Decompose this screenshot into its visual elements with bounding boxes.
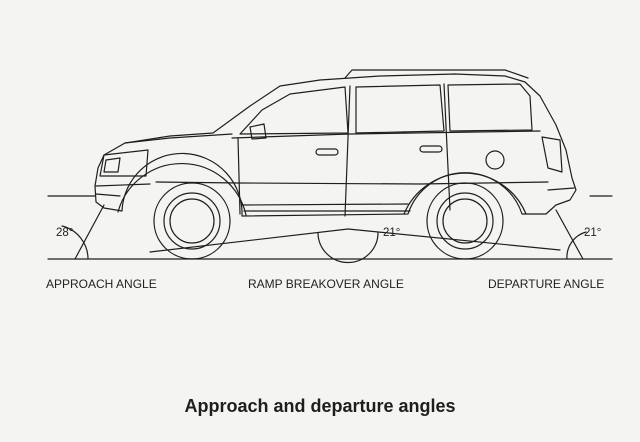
rear-wheel	[426, 182, 504, 260]
departure-angle-lines	[555, 209, 587, 260]
approach-angle-label: APPROACH ANGLE	[46, 277, 157, 291]
ramp-breakover-angle-label: RAMP BREAKOVER ANGLE	[248, 277, 404, 291]
approach-angle-value: 28°	[56, 227, 74, 239]
approach-angle-lines	[61, 204, 105, 260]
suv-body	[94, 69, 577, 217]
departure-angle-label: DEPARTURE ANGLE	[488, 277, 605, 291]
diagram-title: Approach and departure angles	[184, 396, 456, 416]
ground-lines	[47, 195, 613, 260]
front-wheel	[153, 182, 231, 260]
ramp-breakover-lines	[149, 228, 561, 264]
ramp-breakover-angle-value: 21°	[383, 227, 401, 239]
departure-angle-value: 21°	[584, 227, 602, 239]
